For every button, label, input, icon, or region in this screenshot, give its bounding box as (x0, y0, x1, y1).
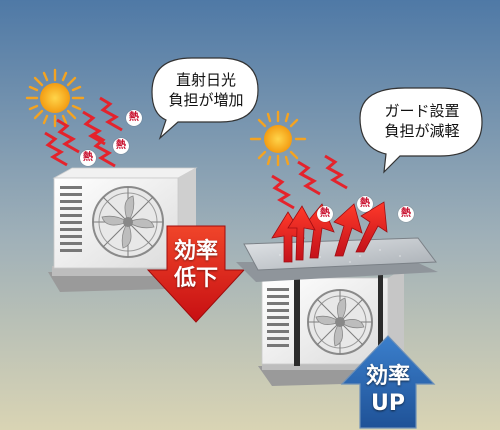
heat-badge: 熱 (80, 150, 96, 166)
right-bubble-text: ガード設置 負担が減軽 (368, 101, 476, 141)
down-arrow-text: 効率 低下 (164, 238, 228, 292)
up-arrow-line2: UP (371, 391, 405, 416)
sun-icon (25, 68, 85, 128)
sun-icon (249, 110, 307, 167)
speech-bubble-left (151, 57, 259, 140)
heat-badge: 熱 (113, 138, 129, 154)
heat-badge: 熱 (398, 206, 414, 222)
efficiency-down-arrow (146, 225, 246, 323)
fan-icon (307, 289, 373, 355)
fan-icon (92, 186, 164, 258)
right-bubble-line2: 負担が減軽 (384, 122, 460, 140)
left-bubble-line2: 負担が増加 (168, 91, 244, 109)
efficiency-up-arrow (340, 335, 436, 429)
heat-badge: 熱 (357, 196, 373, 212)
left-bubble-line1: 直射日光 (175, 71, 236, 89)
right-bubble-line1: ガード設置 (384, 102, 460, 120)
down-arrow-line2: 低下 (173, 266, 218, 291)
up-arrow-text: 効率 UP (356, 363, 420, 417)
up-arrow-line1: 効率 (365, 364, 410, 389)
heat-badge: 熱 (317, 206, 333, 222)
heat-badge: 熱 (126, 110, 142, 126)
heat-waves-left (44, 96, 123, 168)
left-bubble-text: 直射日光 負担が増加 (158, 70, 254, 110)
down-arrow-line1: 効率 (173, 239, 218, 264)
speech-bubble-right (359, 87, 483, 174)
heat-waves-right (271, 154, 348, 210)
